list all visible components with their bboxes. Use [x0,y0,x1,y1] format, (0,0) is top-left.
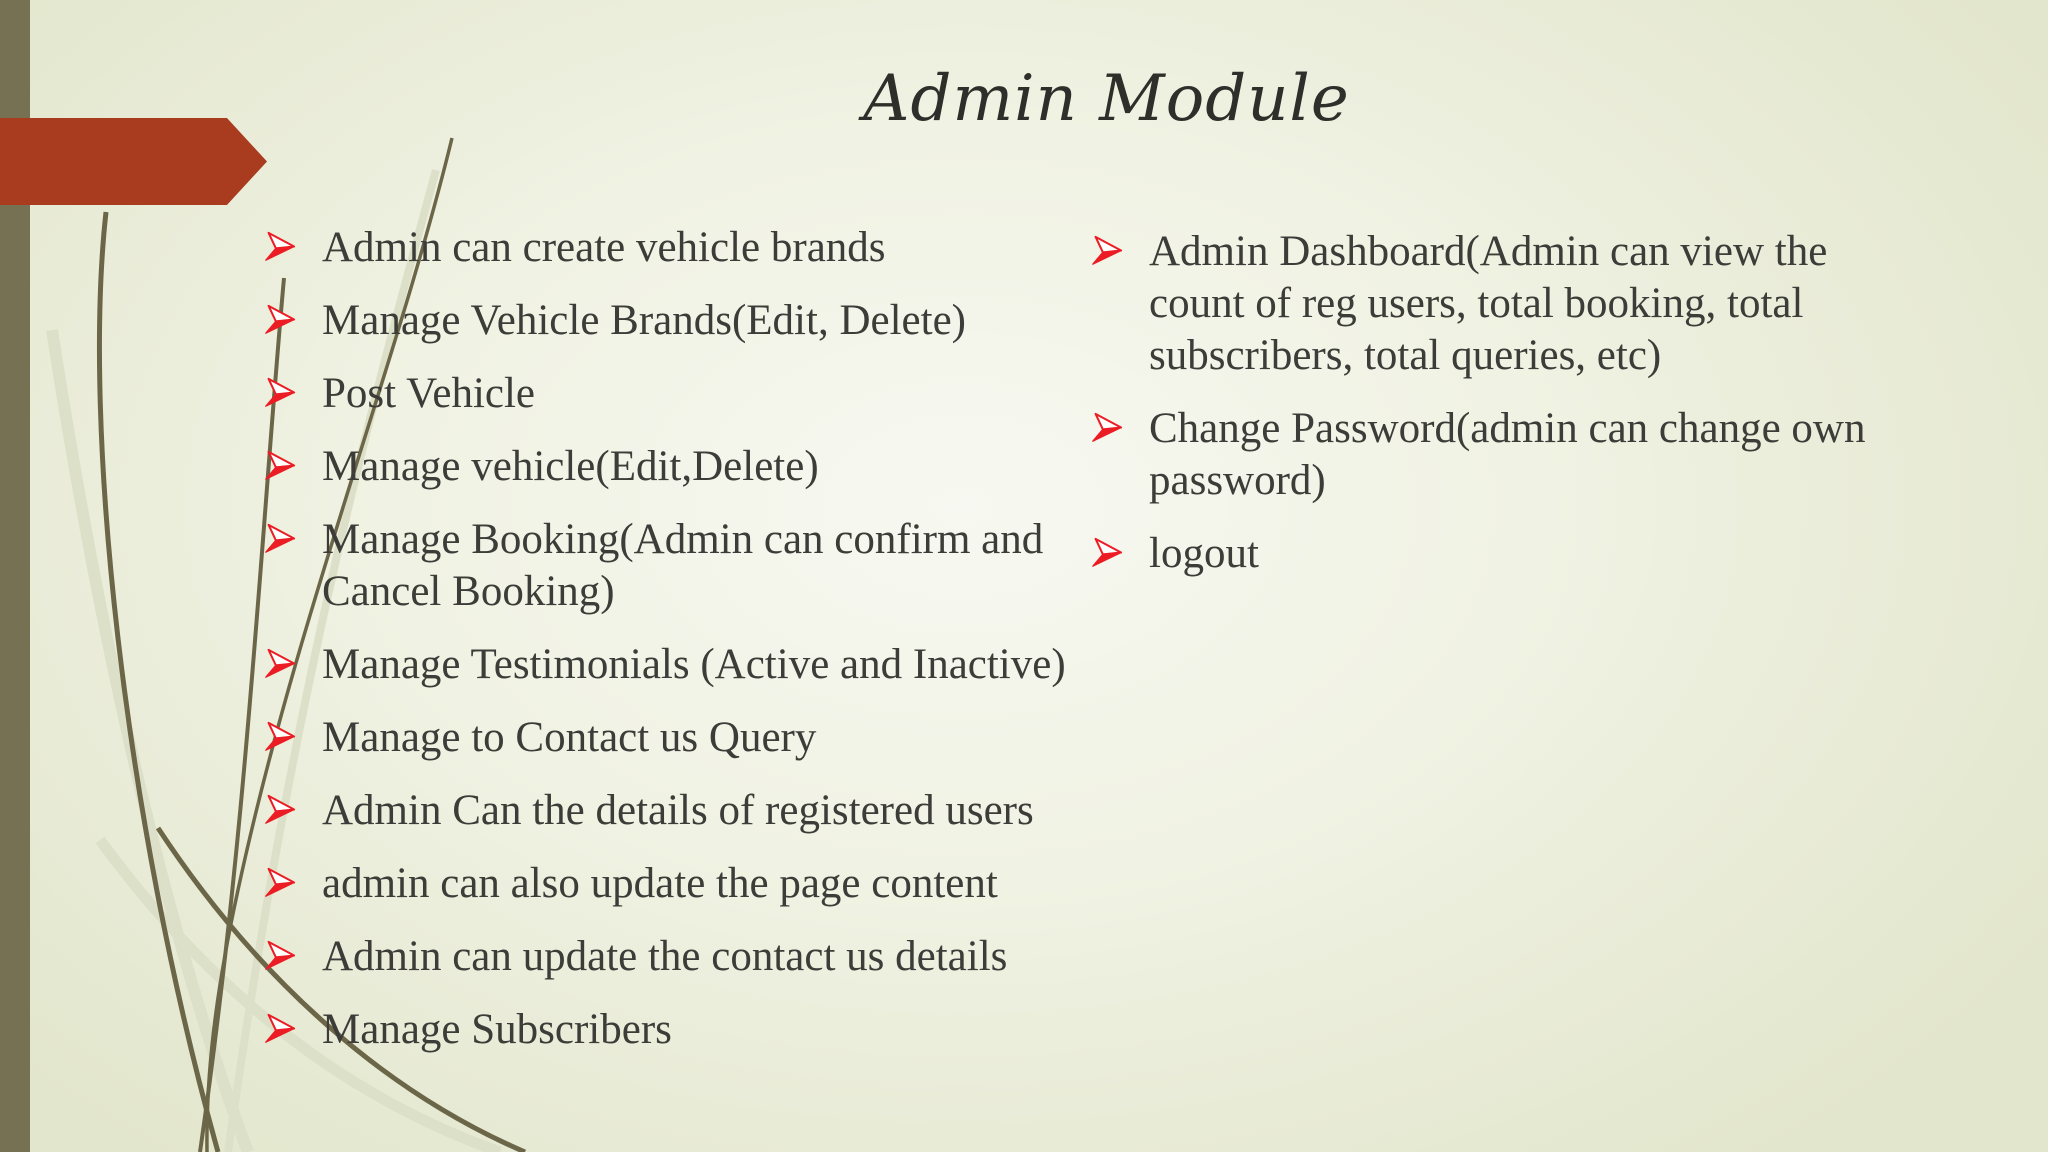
arrowhead-bullet-icon [265,377,296,407]
bullet-item-label: Admin can update the contact us details [322,933,1008,980]
arrowhead-bullet-icon [265,648,296,678]
page-title: Admin Module [863,62,1350,136]
bullet-item: Admin Can the details of registered user… [263,785,1093,837]
bullet-item-label: Manage vehicle(Edit,Delete) [322,443,819,490]
bullet-item-label: Manage to Contact us Query [322,714,817,761]
arrowhead-bullet-icon [265,721,296,751]
bullet-item: Manage to Contact us Query [263,712,1093,764]
banner-accent-shape [0,118,267,205]
bullet-item-label: Manage Testimonials (Active and Inactive… [322,641,1066,688]
arrowhead-bullet-icon [265,304,296,334]
arrowhead-bullet-icon [265,867,296,897]
arrowhead-bullet-icon [265,1013,296,1043]
bullet-item: Post Vehicle [263,368,1093,420]
bullet-item: admin can also update the page content [263,858,1093,910]
bullet-item-label: Manage Subscribers [322,1006,672,1053]
bullet-item: Change Password(admin can change own pas… [1090,403,1920,507]
bullet-item: Manage Subscribers [263,1004,1093,1056]
bullet-list-left: Admin can create vehicle brands Manage V… [263,222,1093,1077]
bullet-item: logout [1090,528,1920,580]
bullet-item-label: admin can also update the page content [322,860,998,907]
arrowhead-bullet-icon [265,940,296,970]
arrowhead-bullet-icon [265,450,296,480]
arrowhead-bullet-icon [265,523,296,553]
arrowhead-bullet-icon [1092,412,1123,442]
bullet-item-label: Manage Booking(Admin can confirm and Can… [322,516,1044,615]
bullet-item: Admin can update the contact us details [263,931,1093,983]
bullet-item-label: logout [1149,530,1259,577]
bullet-item: Manage Vehicle Brands(Edit, Delete) [263,295,1093,347]
arrowhead-bullet-icon [1092,537,1123,567]
bullet-item-label: Post Vehicle [322,370,536,417]
bullet-item: Manage vehicle(Edit,Delete) [263,441,1093,493]
bullet-item-label: Admin can create vehicle brands [322,224,886,271]
arrowhead-bullet-icon [265,231,296,261]
bullet-item-label: Manage Vehicle Brands(Edit, Delete) [322,297,966,344]
bullet-item-label: Change Password(admin can change own pas… [1149,405,1866,504]
bullet-item: Admin Dashboard(Admin can view the count… [1090,226,1920,382]
arrowhead-bullet-icon [1092,235,1123,265]
bullet-item-label: Admin Dashboard(Admin can view the count… [1149,228,1828,379]
arrowhead-bullet-icon [265,794,296,824]
bullet-item-label: Admin Can the details of registered user… [322,787,1034,834]
bullet-item: Manage Booking(Admin can confirm and Can… [263,514,1093,618]
bullet-item: Manage Testimonials (Active and Inactive… [263,639,1093,691]
bullet-list-right: Admin Dashboard(Admin can view the count… [1090,226,1920,601]
bullet-item: Admin can create vehicle brands [263,222,1093,274]
